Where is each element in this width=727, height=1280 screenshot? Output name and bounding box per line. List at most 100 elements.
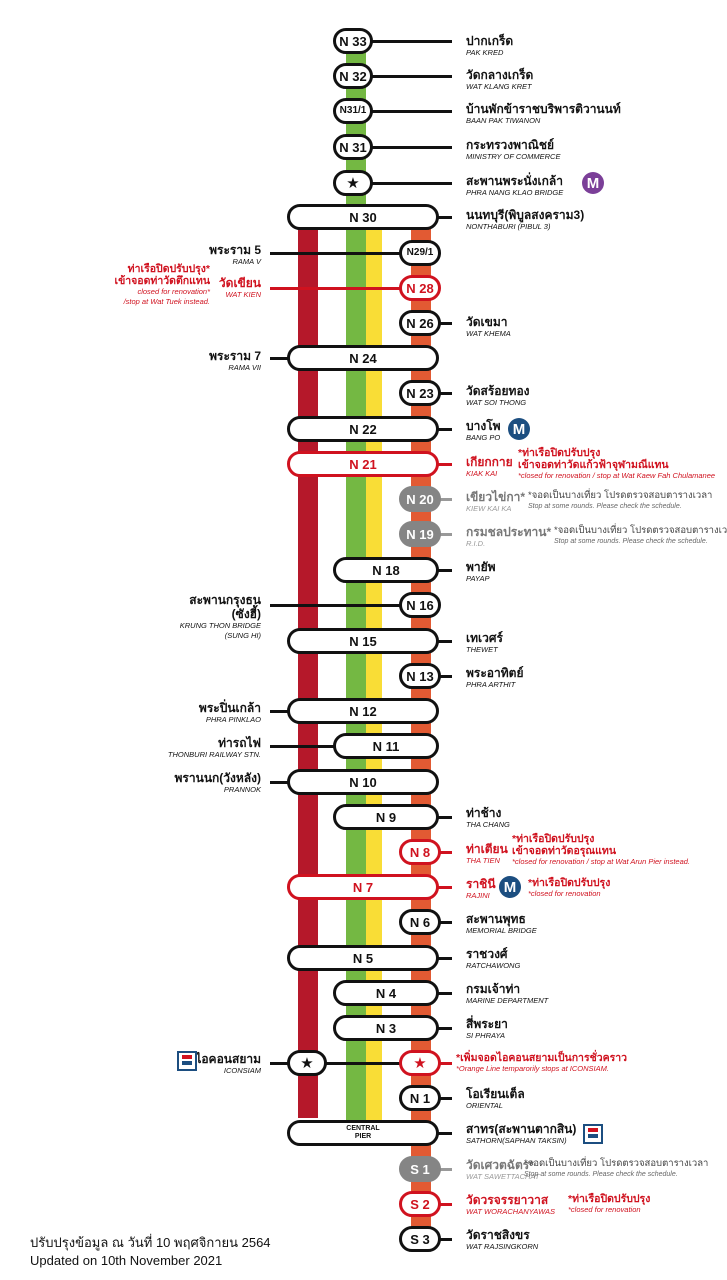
pier-n21[interactable]: N 21 [287, 451, 439, 477]
n13-english: PHRA ARTHIT [466, 680, 516, 689]
pier-n3[interactable]: N 3 [333, 1015, 439, 1041]
pier-n29-1[interactable]: N29/1 [399, 240, 441, 266]
pier-n12[interactable]: N 12 [287, 698, 439, 724]
n33-english: PAK KRED [466, 48, 504, 57]
n32-english: WAT KLANG KRET [466, 82, 532, 91]
pier-n15[interactable]: N 15 [287, 628, 439, 654]
pier-n28[interactable]: N 28 [399, 275, 441, 301]
central-english: SATHORN(SAPHAN TAKSIN) [466, 1136, 567, 1145]
s2-note-english: *closed for renovation [568, 1205, 641, 1214]
pier-s1[interactable]: S 1 [399, 1156, 441, 1182]
n8-thai: ท่าเตียน [466, 842, 508, 856]
connector [360, 75, 452, 78]
n7-note-english: *closed for renovation [528, 889, 601, 898]
n7-english: RAJINI [466, 891, 490, 900]
n8-note-thai-2: เข้าจอดท่าวัดอรุณแทน [512, 845, 617, 857]
central-label-2: PIER [354, 1133, 372, 1140]
pier-n1[interactable]: N 1 [399, 1085, 441, 1111]
n28-note-english-1: closed for renovation* [137, 287, 210, 296]
n8-note-english: *closed for renovation / stop at Wat Aru… [512, 857, 691, 866]
pier-n13[interactable]: N 13 [399, 663, 441, 689]
phra-nang-klao-thai: สะพานพระนั่งเกล้า [466, 174, 563, 188]
mrt-blue-icon: M [499, 876, 521, 898]
n7-note-thai: *ท่าเรือปิดปรับปรุง [528, 877, 611, 889]
n8-note-thai-1: *ท่าเรือปิดปรับปรุง [512, 833, 595, 845]
connector [436, 886, 452, 889]
n31-1-thai: บ้านพักข้าราชบริพารติวานนท์ [466, 102, 621, 116]
n4-thai: กรมเจ้าท่า [466, 982, 521, 996]
s2-note-thai: *ท่าเรือปิดปรับปรุง [568, 1193, 651, 1205]
pier-n5[interactable]: N 5 [287, 945, 439, 971]
pier-n24[interactable]: N 24 [287, 345, 439, 371]
pier-n18[interactable]: N 18 [333, 557, 439, 583]
s1-note-english: Stop at some rounds. Please check the sc… [524, 1171, 678, 1178]
pier-n33[interactable]: N 33 [333, 28, 373, 54]
pier-n31-1[interactable]: N31/1 [333, 98, 373, 124]
n3-thai: สี่พระยา [466, 1017, 508, 1031]
pier-n8[interactable]: N 8 [399, 839, 441, 865]
n6-thai: สะพานพุทธ [466, 912, 526, 926]
pier-phra-nang-klao[interactable]: ★ [333, 170, 373, 196]
n12-english: PHRA PINKLAO [205, 715, 261, 724]
n23-english: WAT SOI THONG [466, 398, 527, 407]
mrt-purple-icon: M [582, 172, 604, 194]
iconsiam-thai: ไอคอนสยาม [195, 1052, 261, 1066]
iconsiam-note-thai: *เพิ่มจอดไอคอนสยามเป็นการชั่วคราว [456, 1052, 628, 1064]
s1-english: WAT SAWETTACHAT [466, 1172, 540, 1181]
connector [360, 110, 452, 113]
pier-n22[interactable]: N 22 [287, 416, 439, 442]
pier-n6[interactable]: N 6 [399, 909, 441, 935]
n30-english: NONTHABURI (PIBUL 3) [466, 222, 551, 231]
s2-thai: วัดวรจรรยาวาส [466, 1193, 549, 1207]
pier-s3[interactable]: S 3 [399, 1226, 441, 1252]
n28-note-english-2: /stop at Wat Tuek instead. [123, 297, 210, 306]
pier-n7[interactable]: N 7 [287, 874, 439, 900]
pier-n23[interactable]: N 23 [399, 380, 441, 406]
n21-thai: เกียกกาย [466, 455, 513, 469]
pier-iconsiam-red-line[interactable]: ★ [287, 1050, 327, 1076]
pier-iconsiam-orange-line[interactable]: ★ [399, 1050, 441, 1076]
connector [270, 1062, 400, 1065]
star-icon: ★ [413, 1055, 427, 1072]
label-central: สาทร(สะพานตากสิน)SATHORN(SAPHAN TAKSIN) [466, 1122, 576, 1146]
n10-thai: พรานนก(วังหลัง) [174, 771, 261, 785]
label-n7: ราชินีRAJINI [466, 877, 496, 901]
connector [270, 604, 420, 607]
pier-n11[interactable]: N 11 [333, 733, 439, 759]
pier-n32[interactable]: N 32 [333, 63, 373, 89]
central-thai: สาทร(สะพานตากสิน) [466, 1122, 577, 1136]
pier-n16[interactable]: N 16 [399, 592, 441, 618]
pier-n30[interactable]: N 30 [287, 204, 439, 230]
n5-english: RATCHAWONG [466, 961, 521, 970]
connector [436, 640, 452, 643]
pier-n31[interactable]: N 31 [333, 134, 373, 160]
label-n5: ราชวงศ์RATCHAWONG [466, 947, 520, 971]
footer: ปรับปรุงข้อมูล ณ วันที่ 10 พฤศจิกายน 256… [30, 1234, 271, 1270]
pier-n10[interactable]: N 10 [287, 769, 439, 795]
n23-thai: วัดสร้อยทอง [466, 384, 530, 398]
n6-english: MEMORIAL BRIDGE [466, 926, 537, 935]
pier-n4[interactable]: N 4 [333, 980, 439, 1006]
pier-n19[interactable]: N 19 [399, 521, 441, 547]
n22-thai: บางโพ [466, 419, 501, 433]
pier-s2[interactable]: S 2 [399, 1191, 441, 1217]
pier-n9[interactable]: N 9 [333, 804, 439, 830]
pier-n26[interactable]: N 26 [399, 310, 441, 336]
pier-n20[interactable]: N 20 [399, 486, 441, 512]
